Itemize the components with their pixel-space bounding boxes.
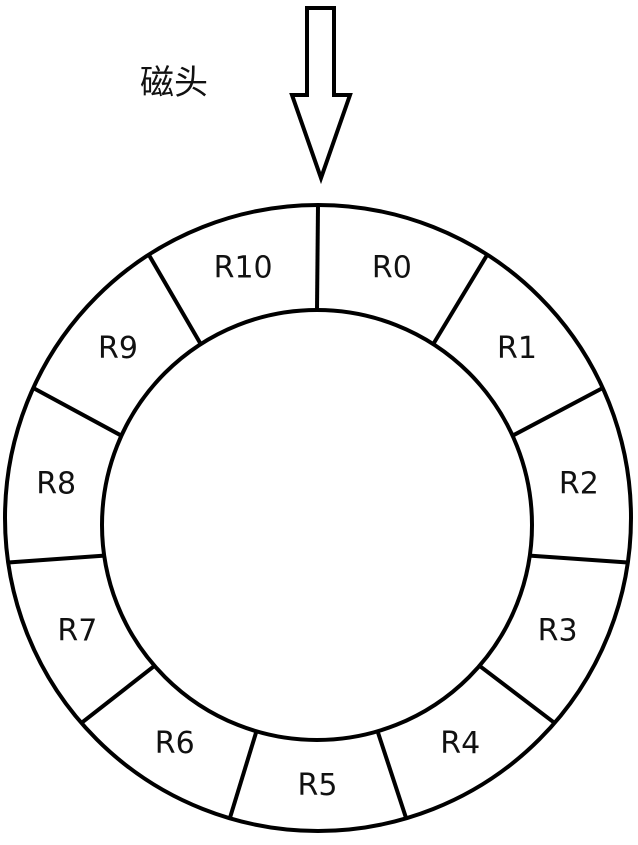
sector-divider [478,664,556,725]
sector-label-r9: R9 [98,331,138,366]
sector-divider [8,553,105,565]
sector-divider [147,253,203,346]
sector-label-r2: R2 [559,466,599,501]
sector-label-r7: R7 [57,614,97,649]
sector-divider [511,386,604,438]
sector-label-r0: R0 [372,251,412,286]
sector-divider [529,553,628,565]
sector-label-r8: R8 [36,466,76,501]
sector-divider [315,204,320,311]
sector-divider [227,730,259,819]
sector-label-r1: R1 [497,331,537,366]
sector-label-r3: R3 [538,614,578,649]
sector-label-r4: R4 [440,726,480,761]
sector-divider [431,253,489,346]
sector-divider [80,664,156,725]
sector-label-r5: R5 [298,768,338,803]
sector-label-r10: R10 [214,251,273,286]
head-label: 磁头 [140,63,208,103]
sector-divider [32,386,123,438]
head-arrow-icon [289,6,353,185]
sector-label-r6: R6 [155,726,195,761]
sector-divider [375,730,409,819]
disk-inner-ring [100,308,534,742]
